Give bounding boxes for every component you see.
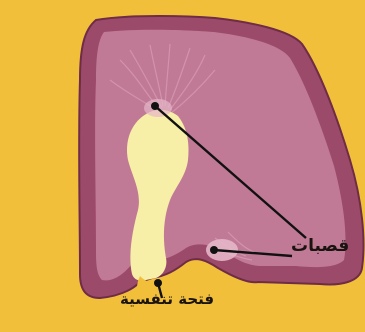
trachea-label: قصبات — [291, 236, 349, 256]
stoma-label: فتحة تنفسية — [120, 290, 214, 308]
